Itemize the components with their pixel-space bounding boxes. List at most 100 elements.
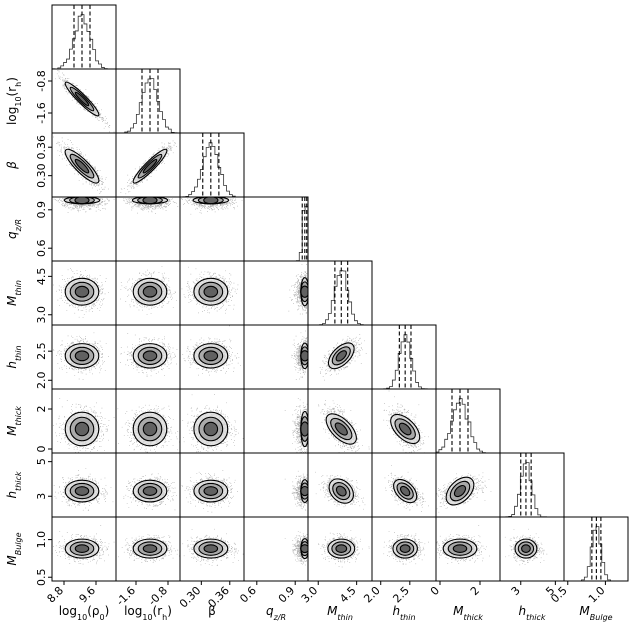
panel-log_rho0-vs-log_rho0	[51, 4, 117, 70]
y-axis-label-h_thin: hthin	[5, 345, 23, 368]
panel-M_thick-vs-log_rh	[115, 388, 181, 454]
contour-h_thin-vs-log_rho0-2	[74, 350, 90, 362]
contour-M_Bulge-vs-log_rho0-2	[74, 544, 90, 553]
contour-h_thick-vs-beta-2	[203, 486, 219, 496]
contour-h_thin-vs-beta-2	[203, 350, 219, 362]
contour-log_rh-vs-log_rho0-2	[74, 91, 90, 107]
x-tick-label-M_thin-1: 4.5	[337, 584, 359, 606]
contour-M_Bulge-vs-log_rh-2	[142, 544, 158, 553]
y-tick-label-M_thin-0: 4.5	[35, 268, 48, 286]
panel-frame	[563, 516, 629, 582]
panel-q_zR-vs-log_rho0	[51, 196, 117, 262]
contour-beta-vs-log_rh-2	[142, 158, 158, 174]
x-tick-label-log_rho0-0: 8.8	[45, 584, 67, 606]
contour-beta-vs-log_rho0-2	[74, 158, 90, 174]
x-tick-label-h_thin-1: 2.5	[390, 584, 412, 606]
x-tick-label-h_thick-0: 3	[509, 584, 523, 598]
contour-h_thick-vs-log_rho0-2	[74, 486, 90, 496]
y-axis-label-beta: β	[5, 161, 19, 170]
panel-h_thin-vs-M_thin	[307, 324, 373, 390]
contour-h_thick-vs-M_thin-2	[335, 485, 347, 497]
panel-h_thin-vs-beta	[179, 324, 245, 390]
contour-M_Bulge-vs-M_thick-2	[452, 544, 468, 553]
contour-h_thick-vs-log_rh-2	[142, 486, 158, 496]
panel-M_Bulge-vs-log_rh	[115, 516, 181, 582]
y-tick-label-M_thick-0: 2	[35, 406, 48, 413]
y-tick-label-M_Bulge-0: 1.0	[35, 531, 48, 549]
x-axis-label-log_rh: log10(rh)	[124, 604, 172, 622]
panel-M_Bulge-vs-q_zR	[243, 516, 309, 582]
panel-frame	[51, 196, 117, 262]
contour-M_Bulge-vs-h_thin-2	[399, 544, 411, 553]
x-tick-label-M_thick-0: 0	[428, 584, 442, 598]
panel-M_Bulge-vs-M_thick	[435, 516, 501, 582]
x-axis-label-h_thick: hthick	[518, 604, 545, 622]
y-tick-label-M_thin-1: 3.0	[35, 306, 48, 324]
x-axis-label-beta: β	[208, 604, 216, 618]
histogram-q_zR	[244, 206, 308, 261]
y-axis-label-M_thin: Mthin	[5, 280, 23, 306]
panel-M_thin-vs-log_rho0	[51, 260, 117, 326]
panel-M_thick-vs-h_thin	[371, 388, 437, 454]
x-tick-label-log_rho0-1: 9.6	[77, 584, 99, 606]
histogram-h_thin	[372, 334, 436, 389]
panel-M_thick-vs-M_thin	[307, 388, 373, 454]
panel-log_rh-vs-log_rho0	[51, 68, 117, 134]
contour-M_thick-vs-h_thin-2	[398, 422, 412, 436]
histogram-M_thin	[308, 270, 372, 325]
panel-M_thin-vs-q_zR	[243, 260, 309, 326]
panel-h_thin-vs-log_rho0	[51, 324, 117, 390]
y-tick-label-M_Bulge-1: 0.5	[35, 568, 48, 586]
y-tick-label-q_zR-1: 0.6	[35, 239, 48, 257]
panel-log_rh-vs-log_rh	[115, 68, 181, 134]
y-axis-label-log_rh: log10(rh)	[5, 77, 23, 125]
contour-q_zR-vs-beta-2	[203, 197, 219, 205]
panel-h_thick-vs-M_thick	[435, 452, 501, 518]
y-tick-label-h_thick-0: 5	[35, 458, 48, 465]
contour-M_Bulge-vs-beta-2	[203, 544, 219, 553]
y-tick-label-log_rh-1: -1.6	[35, 102, 48, 123]
x-tick-label-h_thin-0: 2.0	[361, 584, 383, 606]
panel-h_thick-vs-h_thick	[499, 452, 565, 518]
contour-h_thick-vs-h_thin-2	[399, 485, 411, 497]
histogram-h_thick	[500, 462, 564, 517]
contour-M_Bulge-vs-q_zR-2	[300, 544, 308, 554]
panel-frame	[243, 196, 309, 262]
panel-M_thick-vs-q_zR	[243, 388, 309, 454]
panel-q_zR-vs-beta	[179, 196, 245, 262]
panel-M_Bulge-vs-M_thin	[307, 516, 373, 582]
x-tick-label-M_Bulge-0: 0.5	[548, 584, 570, 606]
contour-M_thin-vs-beta-2	[203, 285, 219, 298]
x-tick-label-q_zR-1: 0.9	[276, 584, 298, 606]
contour-M_thin-vs-log_rho0-2	[74, 285, 90, 298]
panel-M_Bulge-vs-beta	[179, 516, 245, 582]
contour-M_thin-vs-q_zR-2	[300, 285, 308, 298]
x-tick-label-M_Bulge-1: 1.0	[586, 584, 608, 606]
y-axis-label-h_thick: hthick	[5, 471, 23, 498]
x-tick-label-M_thin-0: 3.0	[299, 584, 321, 606]
y-tick-label-log_rh-0: -0.8	[35, 70, 48, 91]
panel-h_thick-vs-beta	[179, 452, 245, 518]
y-tick-label-q_zR-0: 0.9	[35, 201, 48, 219]
x-tick-label-M_thick-1: 2	[468, 584, 482, 598]
x-axis-label-h_thin: hthin	[392, 604, 415, 622]
contour-M_thick-vs-log_rho0-2	[74, 421, 90, 437]
panel-q_zR-vs-log_rh	[115, 196, 181, 262]
panel-M_thick-vs-M_thick	[435, 388, 501, 454]
contour-M_Bulge-vs-h_thick-2	[521, 544, 531, 553]
contour-h_thick-vs-q_zR-2	[300, 485, 308, 497]
contour-q_zR-vs-log_rho0-2	[74, 197, 90, 205]
panel-h_thin-vs-h_thin	[371, 324, 437, 390]
contour-M_thick-vs-log_rh-2	[142, 421, 158, 437]
contour-M_thick-vs-beta-2	[203, 421, 219, 437]
y-tick-label-h_thin-1: 2.0	[35, 372, 48, 390]
panel-h_thick-vs-log_rh	[115, 452, 181, 518]
panel-M_Bulge-vs-log_rho0	[51, 516, 117, 582]
y-tick-label-M_thick-1: 0	[35, 446, 48, 453]
contour-q_zR-vs-log_rh-2	[142, 197, 158, 205]
histogram-log_rh	[116, 78, 180, 133]
contour-h_thin-vs-M_thin-2	[335, 350, 347, 362]
x-tick-label-beta-0: 0.30	[177, 584, 204, 611]
contour-M_thin-vs-log_rh-2	[142, 285, 158, 298]
